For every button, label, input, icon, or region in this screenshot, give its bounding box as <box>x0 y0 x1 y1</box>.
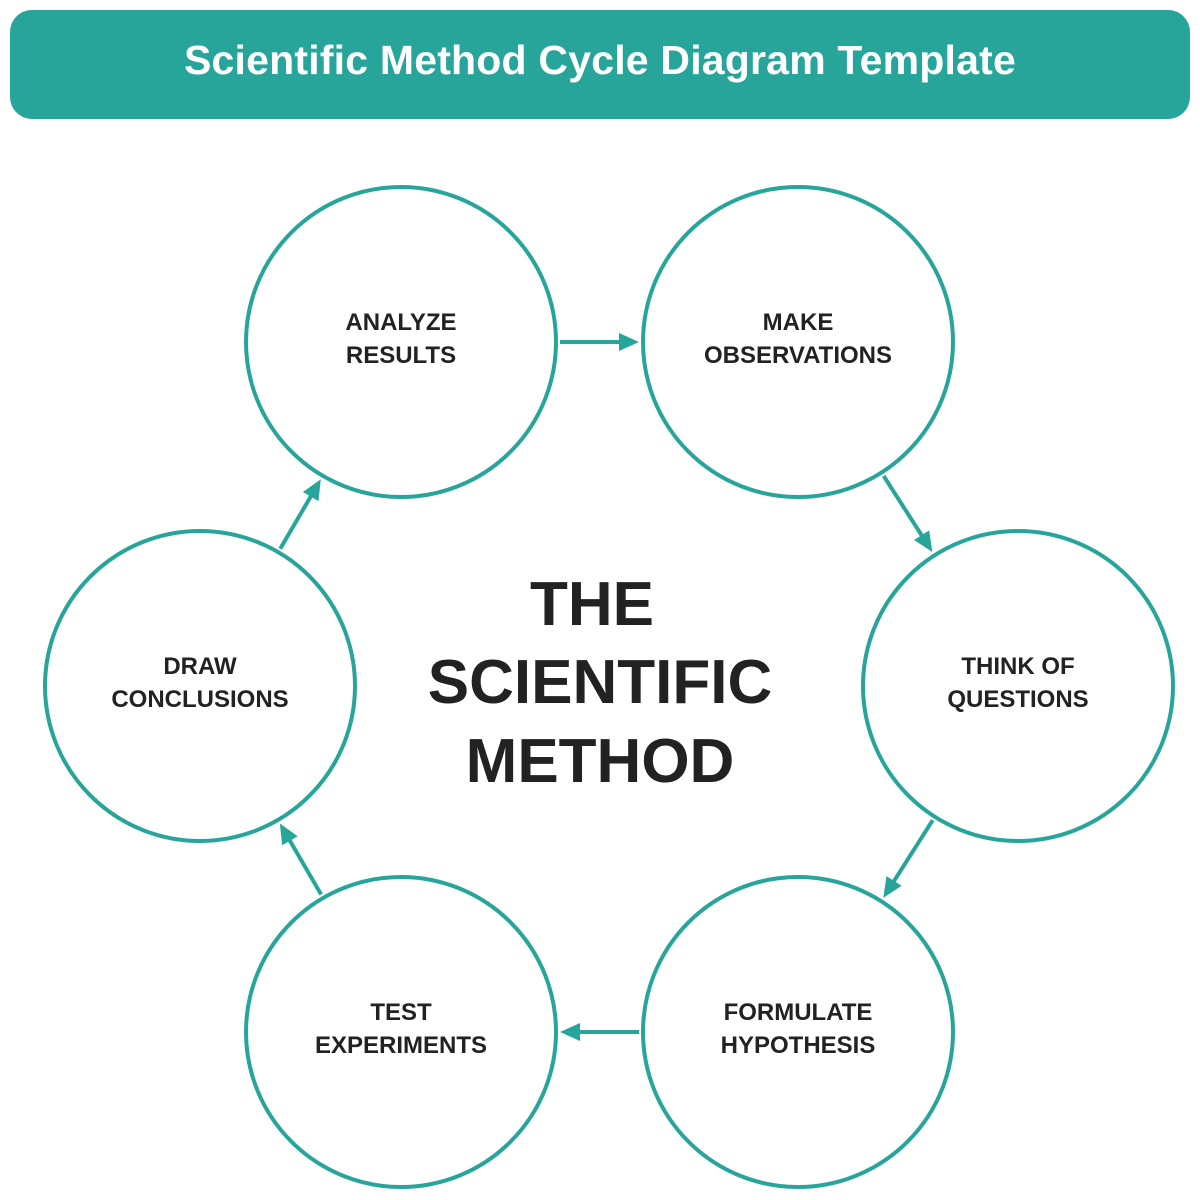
node-label-think-of-questions-line-1: THINK OF <box>961 653 1074 680</box>
node-label-make-observations-line-1: MAKE <box>763 309 834 336</box>
arrow-formulate-hypothesis-to-test-experiments <box>560 1023 639 1041</box>
arrow-head-icon <box>279 823 298 846</box>
center-line-3: METHOD <box>466 727 735 796</box>
arrow-line <box>891 819 935 884</box>
node-circle-analyze-results <box>244 185 558 499</box>
node-formulate-hypothesis: FORMULATE HYPOTHESIS <box>641 875 955 1189</box>
center-label: THE SCIENTIFIC METHOD <box>428 570 772 796</box>
arrow-line <box>278 493 314 550</box>
arrow-think-of-questions-to-formulate-hypothesis <box>883 819 935 898</box>
arrow-head-icon <box>560 1023 580 1041</box>
arrow-analyze-results-to-make-observations <box>560 333 639 351</box>
arrow-head-icon <box>913 530 933 553</box>
node-label-make-observations-line-2: OBSERVATIONS <box>704 342 892 369</box>
nodes-layer: ANALYZE RESULTS MAKE OBSERVATIONS THINK OF QU… <box>43 185 1175 1189</box>
arrow-head-icon <box>883 876 902 898</box>
arrow-make-observations-to-think-of-questions <box>881 474 933 553</box>
node-label-analyze-results-line-2: RESULTS <box>346 342 456 369</box>
node-make-observations: MAKE OBSERVATIONS <box>641 185 955 499</box>
arrow-line <box>287 838 323 896</box>
center-line-2: SCIENTIFIC <box>428 648 772 717</box>
node-label-think-of-questions-line-2: QUESTIONS <box>947 686 1088 713</box>
node-label-formulate-hypothesis-line-1: FORMULATE <box>724 999 873 1026</box>
node-test-experiments: TEST EXPERIMENTS <box>244 875 558 1189</box>
node-label-formulate-hypothesis-line-2: HYPOTHESIS <box>721 1032 876 1059</box>
arrow-test-experiments-to-draw-conclusions <box>279 823 323 896</box>
node-circle-formulate-hypothesis <box>641 875 955 1189</box>
node-label-analyze-results-line-1: ANALYZE <box>345 309 456 336</box>
edges-layer <box>278 333 935 1041</box>
node-think-of-questions: THINK OF QUESTIONS <box>861 529 1175 843</box>
node-label-test-experiments-line-1: TEST <box>370 999 432 1026</box>
node-analyze-results: ANALYZE RESULTS <box>244 185 558 499</box>
node-circle-test-experiments <box>244 875 558 1189</box>
node-label-draw-conclusions-line-1: DRAW <box>163 653 237 680</box>
arrow-draw-conclusions-to-analyze-results <box>278 479 321 550</box>
page-title: Scientific Method Cycle Diagram Template <box>183 37 1016 83</box>
node-label-draw-conclusions-line-2: CONCLUSIONS <box>111 686 288 713</box>
node-draw-conclusions: DRAW CONCLUSIONS <box>43 529 357 843</box>
arrow-line <box>881 474 925 538</box>
center-line-1: THE <box>530 570 654 639</box>
title-banner: Scientific Method Cycle Diagram Template <box>10 10 1190 119</box>
node-circle-think-of-questions <box>861 529 1175 843</box>
node-circle-draw-conclusions <box>43 529 357 843</box>
node-circle-make-observations <box>641 185 955 499</box>
arrow-head-icon <box>302 479 321 502</box>
arrow-head-icon <box>619 333 639 351</box>
node-label-test-experiments-line-2: EXPERIMENTS <box>315 1032 487 1059</box>
